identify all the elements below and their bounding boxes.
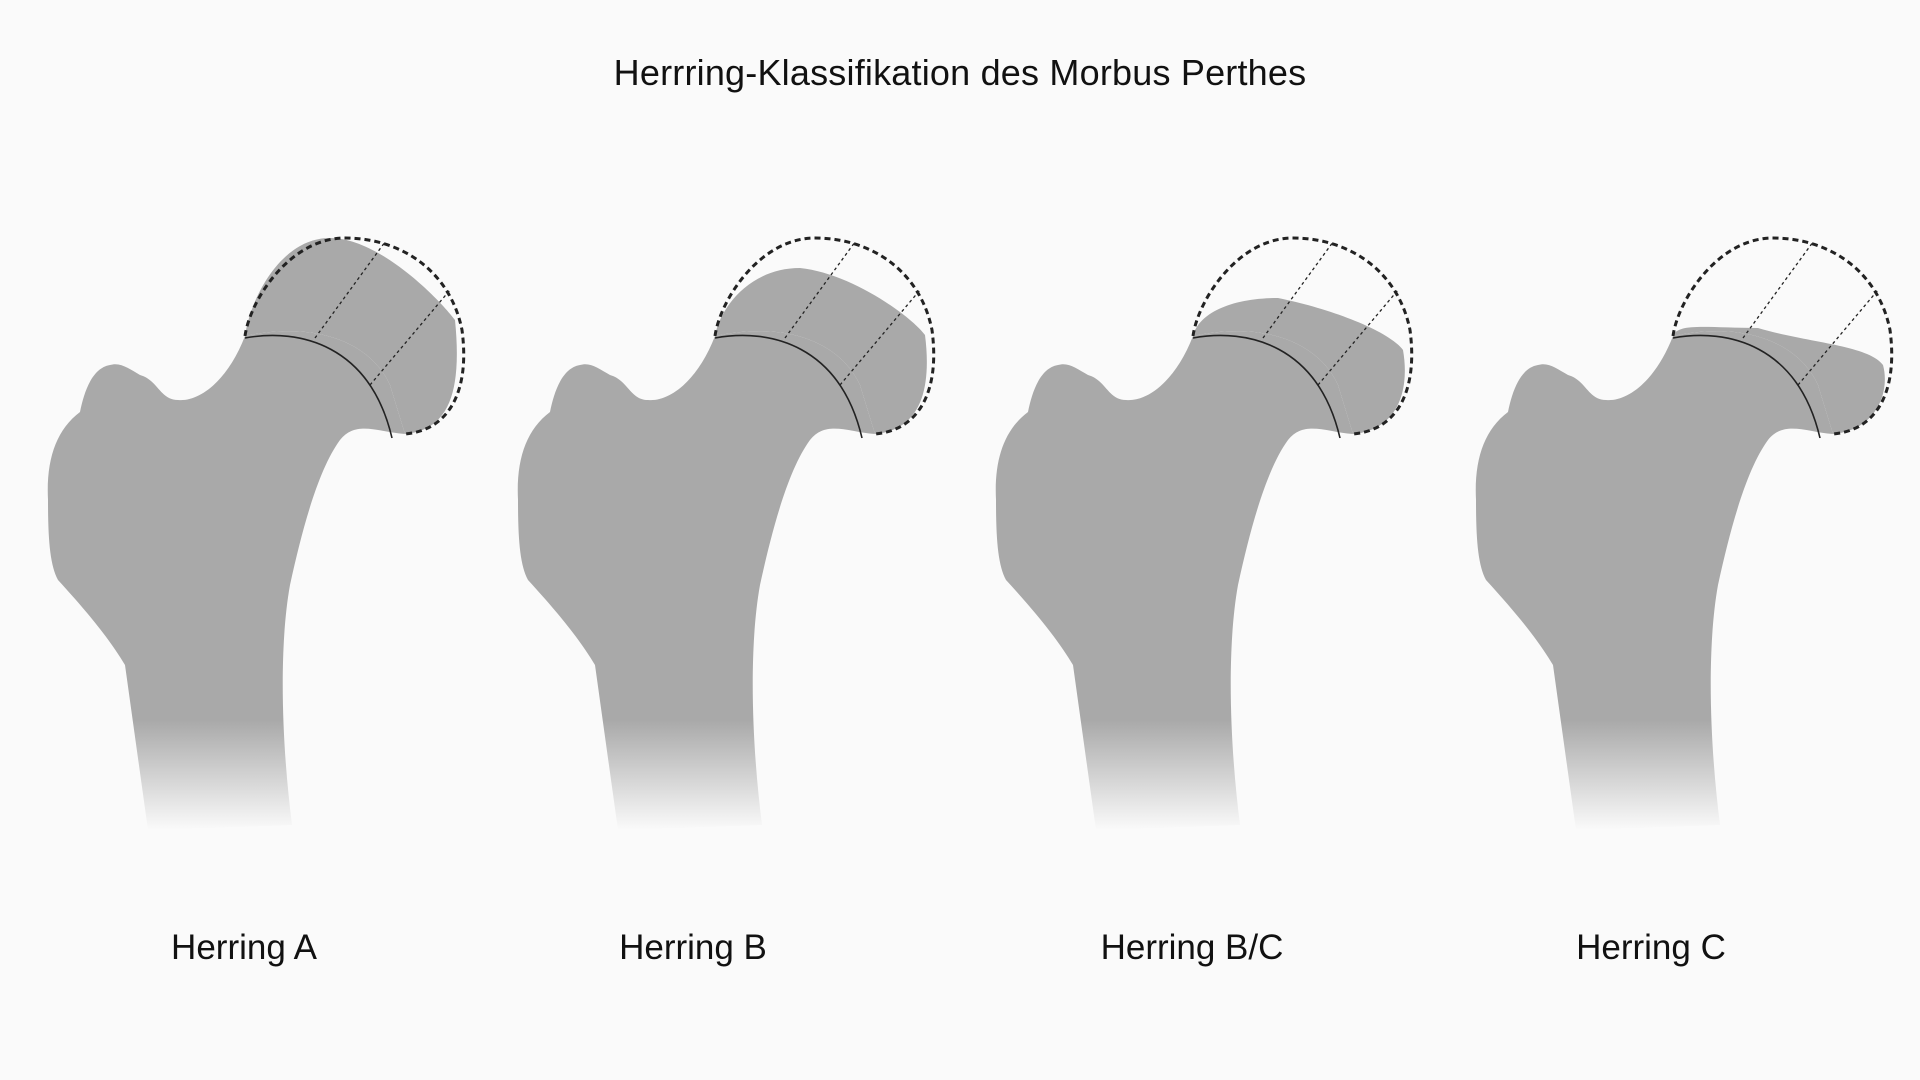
femur-panel-a [47,236,466,830]
pillar-line-medial [784,241,856,339]
femur-panel-c [1475,236,1894,830]
femoral-head [1193,298,1405,434]
femur-body [995,331,1353,830]
pillar-line-lateral [1797,289,1879,386]
original-head-outline [1671,236,1894,436]
pillar-line-medial [314,241,386,339]
pillar-line-medial [1262,241,1334,339]
femoral-head [715,268,927,434]
pillar-line-lateral [369,289,451,386]
femur-body [47,331,405,830]
caption-herring-c: Herring C [1576,928,1726,967]
original-head-outline [243,236,466,436]
femur-body [1475,331,1833,830]
physis-line [714,334,863,439]
pillar-line-lateral [1317,289,1399,386]
femur-panel-b [517,236,936,830]
pillar-line-lateral [839,289,921,386]
physis-line [1192,334,1341,439]
physis-line [244,334,393,439]
diagram-title: Herrring-Klassifikation des Morbus Perth… [613,52,1307,93]
femoral-head [245,238,457,434]
femur-panel-bc [995,236,1414,830]
femoral-head [1673,326,1885,434]
original-head-outline [1191,236,1414,436]
physis-line [1672,334,1821,439]
caption-herring-bc: Herring B/C [1100,928,1284,967]
original-head-outline [713,236,936,436]
pillar-line-medial [1742,241,1814,339]
caption-herring-b: Herring B [619,928,767,967]
caption-herring-a: Herring A [171,928,317,967]
femur-body [517,331,875,830]
